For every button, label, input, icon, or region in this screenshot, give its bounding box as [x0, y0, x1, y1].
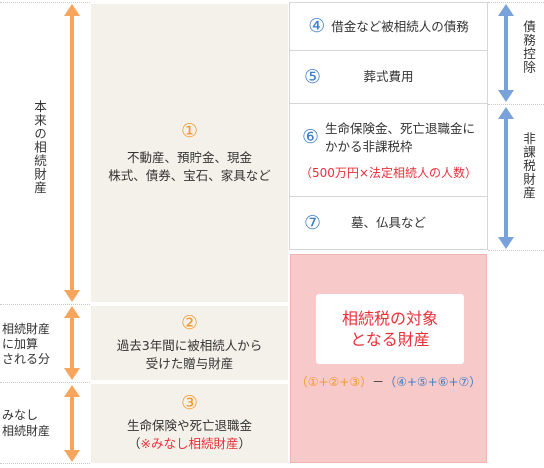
taxable-title-line-1: 相続税の対象	[341, 309, 438, 328]
deduction-line-6b: かかる非課税枠	[325, 138, 413, 154]
asset-note-open: （	[127, 436, 141, 451]
deduction-divider-56	[290, 103, 487, 104]
separator-top	[0, 2, 90, 3]
label-deemed-line-1: みなし	[2, 408, 39, 422]
deduction-label-5: 葬式費用	[363, 69, 414, 84]
formula-deductions: （④+⑤+⑥+⑦）	[384, 375, 482, 389]
taxable-title-line-2: となる財産	[350, 330, 430, 349]
label-deemed-assets: みなし 相続財産	[2, 407, 66, 439]
arrow-added-assets	[64, 306, 80, 380]
deduction-frame	[289, 2, 488, 250]
asset-number-2: ②	[180, 311, 199, 334]
deduction-number-7: ⑦	[304, 212, 322, 234]
separator-right-top	[488, 2, 544, 3]
right-arrows	[498, 4, 514, 249]
deduction-box-6: ⑥ 生命保険金、死亡退職金に かかる非課税枠 （500万円×法定相続人の人数）	[290, 104, 487, 196]
asset-line-3a: 生命保険や死亡退職金	[126, 418, 252, 433]
asset-number-1: ①	[180, 119, 199, 142]
asset-box-3: ③ 生命保険や死亡退職金 （※みなし相続財産）	[91, 384, 288, 463]
deduction-number-4: ④	[308, 15, 326, 37]
deduction-divider-67	[290, 196, 487, 197]
asset-number-3: ③	[180, 392, 199, 414]
deduction-divider-45	[290, 50, 487, 51]
label-nontaxable: 非課税財産	[521, 132, 536, 200]
label-added-line-3: される分	[2, 352, 51, 366]
label-added-line-1: 相続財産	[2, 322, 51, 336]
deduction-box-4: ④ 借金など被相続人の債務	[290, 3, 487, 50]
arrow-deemed-assets	[64, 385, 80, 462]
deduction-label-7: 墓、仏具など	[350, 215, 426, 230]
left-arrows	[64, 4, 80, 462]
separator-added-deemed	[0, 382, 90, 383]
arrow-nontaxable	[498, 107, 514, 249]
label-debt-deduction: 債務控除	[521, 20, 536, 74]
separator-assets-added	[0, 304, 90, 305]
label-added-assets: 相続財産 に加算 される分	[2, 322, 66, 367]
separator-right-mid	[488, 104, 544, 105]
asset-note-3: （※みなし相続財産）	[128, 435, 251, 453]
separator-bottom	[0, 463, 90, 464]
deduction-box-7: ⑦ 墓、仏具など	[290, 197, 487, 249]
asset-box-2: ② 過去3年間に被相続人から 受けた贈与財産	[91, 306, 288, 380]
deduction-number-6: ⑥	[301, 126, 320, 148]
arrow-debt-deduction	[498, 4, 514, 102]
label-deemed-line-2: 相続財産	[2, 424, 51, 438]
formula-assets: （①+②+③）	[295, 375, 373, 389]
deduction-note-6: （500万円×法定相続人の人数）	[300, 165, 477, 180]
asset-note-close: ）	[238, 436, 251, 451]
taxable-title-box: 相続税の対象 となる財産	[316, 294, 464, 364]
arrow-original-assets	[64, 4, 80, 302]
asset-note-deemed: ※みなし相続財産	[140, 436, 239, 451]
label-added-line-2: に加算	[2, 337, 39, 351]
asset-box-1: ① 不動産、預貯金、現金 株式、債券、宝石、家具など	[91, 4, 288, 302]
asset-line-2b: 受けた贈与財産	[145, 355, 234, 371]
deduction-lines-6: 生命保険金、死亡退職金に かかる非課税枠	[325, 120, 475, 156]
asset-line-1a: 不動産、預貯金、現金	[126, 149, 252, 165]
deduction-row-6: ⑥ 生命保険金、死亡退職金に かかる非課税枠	[302, 120, 475, 156]
formula-minus: －	[372, 375, 385, 389]
taxable-formula: （①+②+③）－（④+⑤+⑥+⑦）	[290, 374, 487, 390]
asset-line-1b: 株式、債券、宝石、家具など	[108, 167, 271, 183]
deduction-label-4: 借金など被相続人の債務	[331, 18, 469, 34]
deduction-number-5: ⑤	[304, 66, 322, 88]
label-original-assets: 本来の相続財産	[32, 100, 47, 195]
separator-right-bottom	[488, 250, 544, 251]
asset-line-2a: 過去3年間に被相続人から	[116, 337, 263, 353]
deduction-box-5: ⑤ 葬式費用	[290, 51, 487, 103]
deduction-line-6a: 生命保険金、死亡退職金に	[325, 120, 476, 136]
